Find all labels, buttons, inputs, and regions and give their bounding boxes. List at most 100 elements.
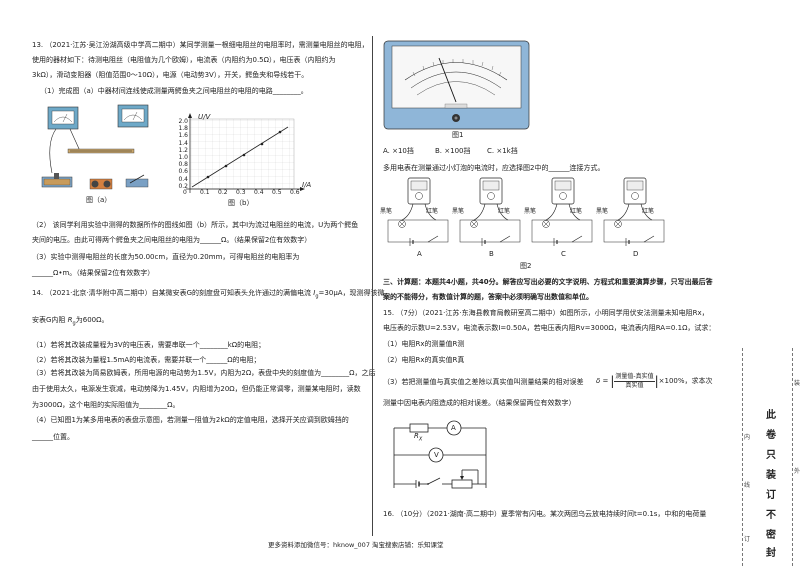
ig-symbol: I: [313, 289, 316, 297]
figure-a-apparatus: [40, 103, 158, 203]
black-probe-label-a: 黑笔: [380, 208, 393, 215]
q13-part2-line2: 夹间的电压。由此可得两个鳄鱼夹之间电阻丝的电阻为______Ω。（结果保留2位有…: [32, 236, 312, 244]
q15-circuit-diagram: [386, 418, 496, 498]
black-probe-label-c: 黑笔: [524, 208, 537, 215]
option-label-c: C: [561, 250, 566, 258]
rg-subscript: g: [72, 320, 76, 327]
seal-char-6: 不: [766, 510, 776, 521]
q14-part3-line1: （3）若将其改装为简易欧姆表，所用电源的电动势为1.5V，内阻为2Ω，表盘中央的…: [32, 369, 376, 377]
footer-note: 更多资料添加微信号：hknow_007 淘宝搜索店铺：乐知课堂: [268, 541, 444, 549]
seal-char-1: 此: [766, 410, 776, 421]
q14-part2: （2）若将其改装为量程1.5mA的电流表，需要并联一个______Ω的电阻；: [32, 356, 261, 364]
graph-x-label: I/A: [302, 181, 312, 189]
fraction-denominator: 真实值: [625, 381, 644, 389]
q13-part3-line2: ______Ω•m。（结果保留2位有效数字）: [32, 269, 155, 277]
red-probe-label-b: 红笔: [498, 208, 511, 215]
q14-line1: 14. （2021·北京·清华附中高二期中）自某微安表G的刻度盘可知表头允许通过…: [32, 289, 385, 300]
q13-line2: 使用的器材如下：待测电阻丝（电阻值为几个欧姆），电流表（内阻约为0.5Ω），电压…: [32, 56, 336, 64]
binding-small-1: 内: [744, 434, 751, 441]
red-probe-label-a: 红笔: [426, 208, 439, 215]
q13-part3-line1: （3）实验中测得电阻丝的长度为50.00cm，直径为0.20mm，可得电阻丝的电…: [32, 253, 300, 261]
y-tick: 0.8: [178, 161, 188, 169]
q14-part4-line1: （4）已知图1为某多用电表的表盘示意图，若测量一阻值为2kΩ的定值电阻，选择开关…: [32, 416, 349, 424]
seal-char-7: 密: [766, 530, 776, 541]
formula-suffix: ×100%，求本次: [658, 376, 713, 385]
q14-stem: 14. （2021·北京·清华附中高二期中）自某微安表G的刻度盘可知表头允许通过…: [32, 289, 312, 297]
rx-symbol: R: [414, 432, 419, 440]
ig-value: =30μA: [318, 289, 343, 297]
seal-char-8: 封: [766, 548, 776, 559]
q13-part2-line1: （2） 该同学利用实验中测得的数据所作的图线如图（b）所示，其中I为流过电阻丝的…: [32, 221, 359, 229]
figure-a-caption: 图（a）: [86, 196, 112, 204]
q15-part3-line2: 测量中因电表内阻造成的相对误差。（结果保留两位有效数字）: [383, 399, 576, 407]
y-tick: 1.2: [178, 146, 188, 154]
y-tick: 1.6: [178, 132, 188, 140]
x-tick: 0.6: [290, 189, 300, 196]
ammeter-label: A: [451, 424, 456, 432]
q14-part1: （1）若将其改装成量程为3V的电压表，需要串联一个________kΩ的电阻；: [32, 341, 266, 349]
binding-small-3: 订: [744, 536, 751, 543]
voltmeter-label: V: [434, 451, 439, 459]
figure1-multimeter-dial: [383, 40, 530, 130]
q15-line2: 电压表的示数U=2.53V，电流表示数I=0.50A，若电压表内阻Rv=3000…: [383, 324, 716, 332]
binding-line-left: [742, 348, 743, 566]
graph-y-label: U/V: [198, 113, 211, 121]
option-label-a: A: [417, 250, 422, 258]
rg-symbol: R: [67, 316, 73, 324]
option-label-b: B: [489, 250, 494, 258]
abs-bar-open: |: [610, 373, 615, 388]
x-tick: 0.3: [236, 189, 246, 196]
binding-line-right: [792, 348, 793, 566]
y-tick: 1.0: [178, 154, 188, 162]
q15-line1: 15. （7分）（2021·江苏·东海县教育局教研室高二期中）如图所示，小明同学…: [383, 309, 709, 317]
seal-char-5: 订: [766, 490, 776, 501]
y-tick: 0.6: [178, 168, 188, 176]
y-tick: 2.0: [178, 118, 188, 125]
black-probe-label-d: 黑笔: [596, 208, 609, 215]
rg-value: 为600Ω。: [75, 316, 109, 324]
y-tick: 1.8: [178, 125, 188, 133]
rx-subscript: X: [418, 436, 423, 443]
graph-origin: 0: [183, 189, 187, 196]
x-tick: 0.1: [200, 189, 210, 196]
ig-subscript: g: [315, 293, 319, 300]
binding-small-4: 装: [794, 380, 800, 387]
black-probe-label-b: 黑笔: [452, 208, 465, 215]
seal-char-3: 只: [766, 450, 776, 461]
q14-multimeter-question: 多用电表在测量通过小灯泡的电流时，应选择图2中的______连接方式。: [383, 164, 605, 172]
q16-line1: 16. （10分）（2021·湖南·高二期中）夏季常有闪电。某次两团乌云放电持续…: [383, 510, 707, 518]
relative-error-formula: δ = | 测量值-真实值 真实值 | ×100%，求本次: [596, 371, 726, 391]
graph-x-ticks: 0.1 0.2 0.3 0.4 0.5 0.6: [200, 189, 310, 197]
section3-heading-line2: 案的不能得分，有数值计算的题，答案中必须明确写出数值和单位。: [383, 293, 593, 301]
q14-part3-line3: 为3000Ω，这个电阻的实际阻值为________Ω。: [32, 401, 180, 409]
x-tick: 0.5: [272, 189, 282, 196]
option-c: C. ×1k挡: [487, 147, 518, 155]
q14-part4-line2: ______位置。: [32, 433, 74, 441]
section3-heading-line1: 三、计算题：本题共4小题，共40分。解答应写出必要的文字说明、方程式和重要演算步…: [383, 278, 713, 286]
figure1-caption: 图1: [452, 131, 464, 139]
q14-rg-intro: 安表G内阻: [32, 316, 66, 324]
y-tick: 0.4: [178, 175, 188, 183]
red-probe-label-c: 红笔: [570, 208, 583, 215]
option-label-d: D: [633, 250, 639, 258]
graph-y-ticks: 2.0 1.8 1.6 1.4 1.2 1.0 0.8 0.6 0.4 0.2: [174, 118, 188, 190]
q13-line1: 13. （2021·江苏·吴江汾湖高级中学高二期中）某同学测量一根细电阻丝的电阻…: [32, 41, 369, 49]
figure-b-caption: 图（b）: [228, 199, 254, 207]
seal-char-2: 卷: [766, 430, 776, 441]
y-tick: 0.2: [178, 182, 188, 190]
binding-small-2: 线: [744, 482, 751, 489]
red-probe-label-d: 红笔: [642, 208, 655, 215]
q15-part1: （1）电阻Rx的测量值R测: [383, 340, 465, 348]
option-a: A. ×10挡: [383, 147, 414, 155]
q14-line2: 安表G内阻 Rg为600Ω。: [32, 316, 108, 327]
figure2-connection-options: [380, 176, 670, 266]
seal-char-4: 装: [766, 470, 776, 481]
q14-stem-end: ，现测得该微: [342, 289, 385, 297]
fraction-numerator: 测量值-真实值: [614, 373, 655, 382]
x-tick: 0.2: [218, 189, 228, 196]
y-tick: 1.4: [178, 139, 188, 147]
abs-bar-close: |: [654, 373, 659, 388]
q13-line3: 3kΩ），滑动变阻器（阻值范围0～10Ω），电源（电动势3V），开关，鳄鱼夹和导…: [32, 71, 309, 79]
figure-b-ui-graph: [170, 113, 320, 197]
column-divider: [372, 36, 373, 536]
